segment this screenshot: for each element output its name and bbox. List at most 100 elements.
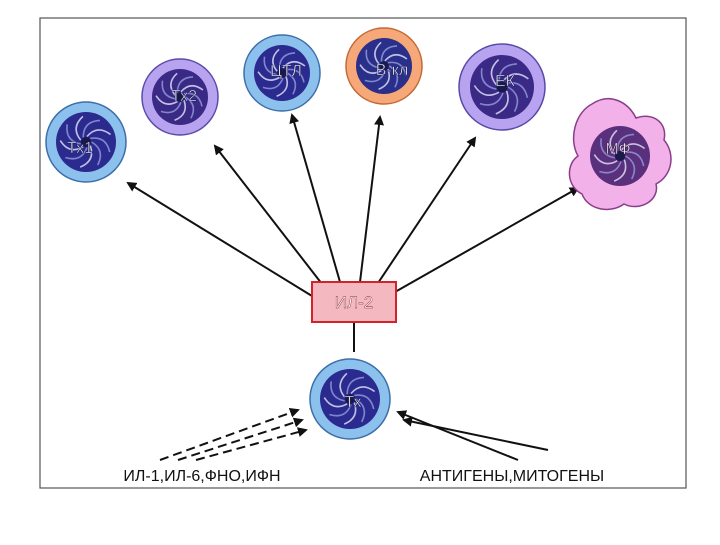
nucleus-center	[379, 61, 389, 71]
chromatin-strand	[355, 398, 366, 423]
chromatin-strand	[343, 402, 357, 425]
chromatin-strand	[285, 68, 305, 83]
chromatin-strand	[82, 119, 101, 138]
cell-ctl: ЦТЛ	[243, 34, 321, 112]
cell-label-tx: Тх	[344, 394, 361, 411]
chromatin-strand	[339, 372, 348, 398]
chromatin-strand	[184, 96, 195, 119]
nucleus-center	[277, 68, 287, 78]
arrow-to-ctl	[289, 113, 341, 283]
arrow-to-b	[359, 115, 385, 283]
chromatin-strand	[263, 56, 278, 76]
nucleus-center	[344, 393, 356, 405]
chromatin-strand	[498, 63, 518, 82]
chromatin-strand	[330, 381, 345, 402]
nucleus-center	[614, 150, 626, 162]
chromatin-strand	[502, 73, 529, 82]
chromatin-strand	[374, 41, 382, 65]
il2-label: ИЛ-2	[335, 293, 374, 312]
chromatin-strand	[170, 72, 178, 96]
chromatin-strand	[613, 159, 627, 182]
chromatin-strand	[90, 137, 111, 153]
cell-label-b: В-кл	[376, 62, 409, 79]
chromatin-strand	[616, 133, 635, 152]
chromatin-strand	[600, 138, 615, 159]
chromatin-strand	[66, 124, 81, 145]
chromatin-strand	[507, 86, 519, 112]
chromatin-texture	[155, 72, 204, 122]
cytokine-input-label: ИЛ-1,ИЛ-6,ФНО,ИФН	[123, 468, 280, 485]
arrow-to-ek	[377, 136, 477, 284]
chromatin-texture	[323, 372, 376, 425]
chromatin-strand	[183, 92, 203, 107]
chromatin-strand	[276, 76, 289, 98]
chromatin-strand	[364, 70, 386, 83]
chromatin-strand	[272, 48, 280, 72]
chromatin-strand	[625, 155, 636, 180]
chromatin-strand	[359, 64, 382, 74]
chromatin-strand	[624, 151, 645, 167]
chromatin-strand	[387, 61, 407, 76]
dashed-arrow-3	[195, 427, 308, 461]
arrow-to-tx2	[213, 144, 323, 285]
chromatin-strand	[495, 90, 509, 115]
arrow-to-tx1	[126, 181, 313, 297]
cell-label-ek: ЕК	[495, 73, 516, 90]
chromatin-strand	[378, 69, 391, 91]
cell-tx2: Тх2	[141, 58, 219, 136]
solid-arrow-2	[402, 416, 549, 451]
nucleus-center	[175, 92, 185, 102]
chromatin-strand	[262, 77, 284, 90]
chromatin-strand	[388, 65, 399, 88]
cell-label-ctl: ЦТЛ	[270, 63, 302, 80]
nucleus-center	[80, 136, 92, 148]
cell-label-mf: МФ	[605, 141, 630, 158]
dashed-arrow-1	[159, 408, 300, 461]
chromatin-strand	[506, 81, 529, 98]
chromatin-strand	[257, 71, 280, 81]
chromatin-strand	[384, 53, 408, 62]
chromatin-strand	[350, 386, 376, 395]
chromatin-strand	[490, 59, 500, 86]
chromatin-strand	[65, 147, 88, 160]
input-arrows	[159, 408, 549, 461]
cell-tx1: Тх1	[45, 101, 127, 183]
chromatin-strand	[79, 145, 93, 168]
chromatin-strand	[282, 60, 306, 69]
chromatin-strand	[620, 143, 646, 152]
il2-output-arrows	[126, 113, 580, 297]
arrow-to-mf	[394, 187, 580, 293]
chromatin-strand	[59, 140, 84, 151]
chromatin-strand	[323, 397, 348, 408]
chromatin-strand	[180, 84, 204, 93]
chromatin-strand	[365, 49, 380, 69]
chromatin-strand	[86, 129, 112, 138]
chromatin-strand	[160, 101, 182, 114]
cell-label-tx2: Тх2	[171, 88, 197, 105]
cell-tx: Тх	[309, 358, 391, 440]
chromatin-strand	[91, 141, 102, 166]
dashed-arrow-2	[177, 417, 304, 461]
cell-mf: МФ	[568, 98, 672, 211]
cell-label-tx1: Тх1	[67, 140, 93, 157]
chromatin-strand	[380, 45, 398, 62]
nucleus-center	[496, 81, 508, 93]
diagram-frame	[39, 17, 687, 489]
chromatin-texture	[59, 115, 112, 168]
chromatin-strand	[480, 68, 497, 90]
chromatin-texture	[473, 59, 529, 115]
chromatin-strand	[286, 72, 297, 95]
chromatin-strand	[479, 92, 504, 106]
antigen-input-label: АНТИГЕНЫ,МИТОГЕНЫ	[420, 468, 604, 485]
chromatin-strand	[329, 404, 352, 417]
cell-ek: ЕК	[458, 43, 546, 131]
chromatin-strand	[174, 100, 187, 122]
chromatin-strand	[599, 161, 622, 174]
chromatin-strand	[346, 376, 365, 395]
chromatin-strand	[176, 76, 194, 93]
chromatin-strand	[75, 115, 84, 141]
chromatin-strand	[354, 394, 375, 410]
solid-arrow-1	[396, 410, 519, 461]
chromatin-strand	[155, 95, 178, 105]
